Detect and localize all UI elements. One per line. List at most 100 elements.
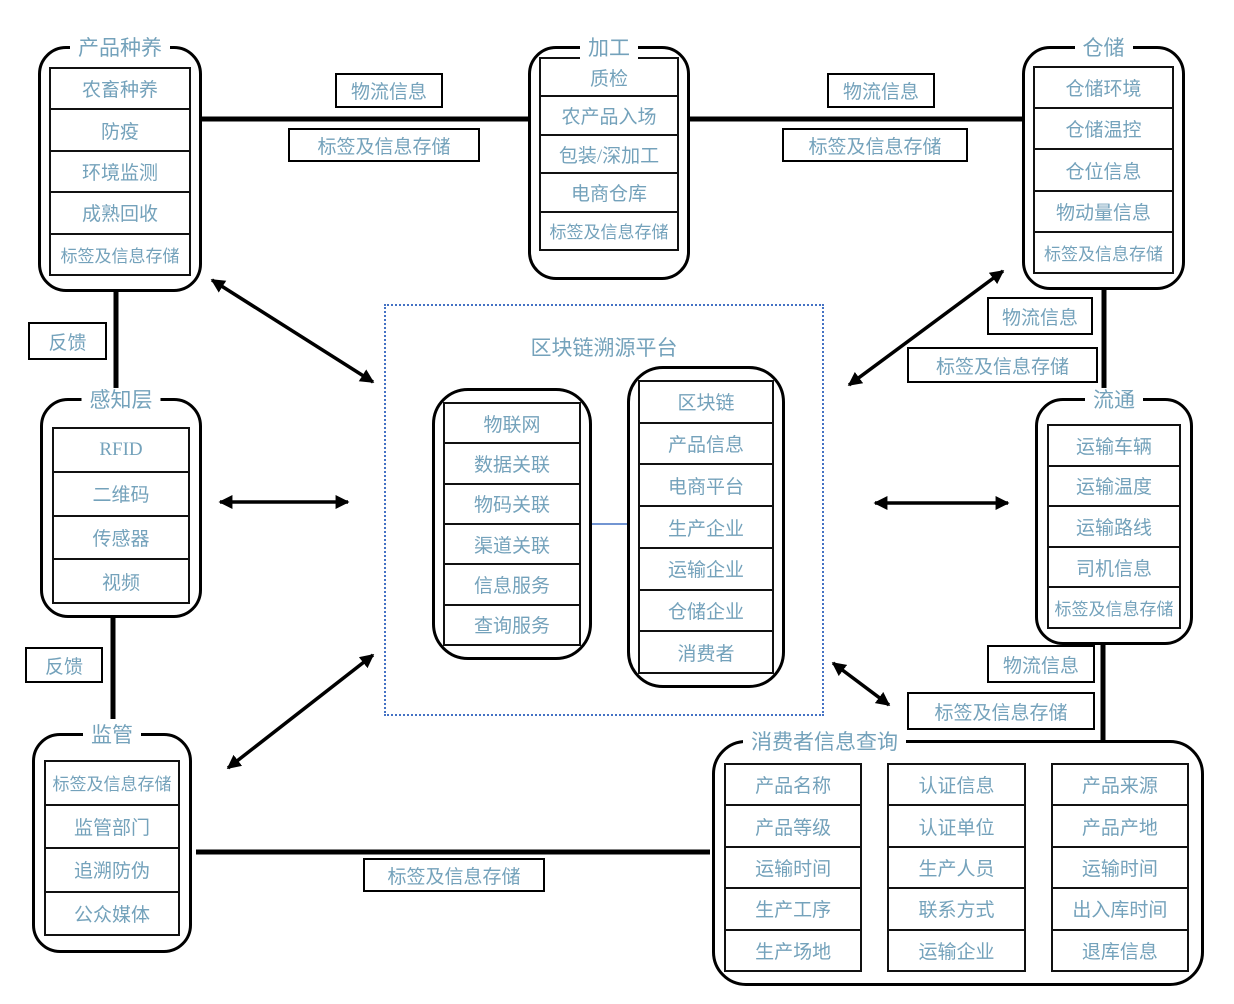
product-breeding-item: 环境监测 [49, 149, 191, 194]
warehousing-item: 仓储环境 [1033, 66, 1174, 110]
platform-left-item: 物码关联 [443, 482, 581, 525]
platform-left-item: 信息服务 [443, 563, 581, 606]
perception-item: 传感器 [52, 514, 190, 561]
arrow-supervision-platform [226, 653, 375, 770]
consumer-query-col-2: 认证信息认证单位生产人员联系方式运输企业 [887, 763, 1026, 973]
circulation-items: 运输车辆运输温度运输路线司机信息标签及信息存储 [1047, 424, 1181, 629]
perception-item: 二维码 [52, 470, 190, 517]
perception-item: 视频 [52, 558, 190, 604]
edge-label-logistics-left: 物流信息 [335, 73, 443, 108]
platform-dotted-box: 区块链溯源平台 [384, 304, 824, 716]
processing-item: 电商仓库 [539, 172, 679, 213]
consumer-query-col-1: 产品名称产品等级运输时间生产工序生产场地 [724, 763, 863, 973]
processing-item: 包装/深加工 [539, 133, 679, 175]
product-breeding-item: 标签及信息存储 [49, 232, 191, 277]
consumer-query-item: 出入库时间 [1050, 887, 1189, 931]
platform-left-item: 物联网 [443, 402, 581, 445]
edge-label-logistics-warehouse-circulation: 物流信息 [987, 297, 1093, 335]
platform-right-item: 电商平台 [638, 463, 774, 508]
consumer-query-item: 生产人员 [887, 845, 1026, 890]
supervision-items: 标签及信息存储监管部门追溯防伪公众媒体 [44, 760, 180, 936]
product-breeding-item: 农畜种养 [49, 67, 191, 111]
supervision-item: 标签及信息存储 [44, 760, 180, 806]
consumer-query-item: 产品来源 [1050, 763, 1189, 807]
circulation-item: 司机信息 [1047, 545, 1181, 589]
platform-right-item: 消费者 [638, 630, 774, 675]
consumer-query-item: 生产工序 [724, 887, 863, 931]
platform-right-item: 产品信息 [638, 421, 774, 466]
product-breeding-items: 农畜种养防疫环境监测成熟回收标签及信息存储 [49, 67, 191, 277]
warehousing-item: 仓位信息 [1033, 148, 1174, 192]
processing-item: 农产品入场 [539, 95, 679, 136]
platform-left-stack: 物联网数据关联物码关联渠道关联信息服务查询服务 [432, 388, 592, 660]
platform-right-item: 仓储企业 [638, 588, 774, 633]
box-warehousing-title: 仓储 [1074, 35, 1133, 61]
arrow-breeding-platform [210, 278, 375, 384]
platform-right-item: 生产企业 [638, 505, 774, 549]
edge-label-storage-warehouse-circulation: 标签及信息存储 [907, 347, 1098, 383]
processing-item: 质检 [539, 57, 679, 98]
consumer-query-item: 生产场地 [724, 928, 863, 973]
circulation-item: 标签及信息存储 [1047, 586, 1181, 629]
arrow-platform-warehousing [847, 269, 1005, 387]
platform-right-items: 区块链产品信息电商平台生产企业运输企业仓储企业消费者 [638, 380, 774, 675]
box-perception-layer-title: 感知层 [81, 387, 161, 413]
platform-right-item: 运输企业 [638, 546, 774, 591]
consumer-query-item: 运输企业 [887, 928, 1026, 973]
platform-right-item: 区块链 [638, 380, 774, 424]
box-product-breeding: 产品种养 农畜种养防疫环境监测成熟回收标签及信息存储 [38, 35, 202, 292]
platform-left-item: 查询服务 [443, 603, 581, 646]
box-processing-title: 加工 [580, 35, 638, 61]
consumer-query-columns: 产品名称产品等级运输时间生产工序生产场地 认证信息认证单位生产人员联系方式运输企… [724, 763, 1189, 973]
platform-title: 区块链溯源平台 [530, 336, 678, 360]
consumer-query-col-3: 产品来源产品产地运输时间出入库时间退库信息 [1050, 763, 1189, 973]
edge-label-storage-supervision: 标签及信息存储 [363, 858, 545, 892]
box-circulation: 流通 运输车辆运输温度运输路线司机信息标签及信息存储 [1035, 387, 1193, 645]
circulation-item: 运输路线 [1047, 505, 1181, 548]
edge-label-storage-right: 标签及信息存储 [782, 128, 968, 162]
product-breeding-item: 成熟回收 [49, 191, 191, 235]
circulation-item: 运输车辆 [1047, 424, 1181, 467]
box-supervision-title: 监管 [83, 722, 141, 748]
edge-label-storage-left: 标签及信息存储 [288, 128, 480, 162]
edge-label-feedback-top: 反馈 [28, 322, 107, 360]
warehousing-item: 物动量信息 [1033, 189, 1174, 233]
box-processing: 加工 质检农产品入场包装/深加工电商仓库标签及信息存储 [528, 35, 690, 280]
arrow-platform-consumer [831, 661, 891, 707]
supervision-item: 监管部门 [44, 803, 180, 849]
warehousing-item: 仓储温控 [1033, 107, 1174, 151]
consumer-query-item: 认证信息 [887, 763, 1026, 807]
platform-left-item: 数据关联 [443, 442, 581, 485]
consumer-query-item: 运输时间 [724, 845, 863, 890]
product-breeding-item: 防疫 [49, 108, 191, 152]
edge-label-storage-circulation-consumer: 标签及信息存储 [907, 692, 1095, 730]
edge-label-logistics-right: 物流信息 [827, 73, 935, 108]
consumer-query-item: 产品产地 [1050, 804, 1189, 848]
warehousing-items: 仓储环境仓储温控仓位信息物动量信息标签及信息存储 [1033, 66, 1174, 275]
edge-label-logistics-circulation-consumer: 物流信息 [987, 645, 1095, 683]
processing-item: 标签及信息存储 [539, 210, 679, 252]
consumer-query-item: 退库信息 [1050, 928, 1189, 973]
perception-item: RFID [52, 427, 190, 473]
supervision-item: 公众媒体 [44, 890, 180, 936]
supervision-item: 追溯防伪 [44, 847, 180, 893]
box-supervision: 监管 标签及信息存储监管部门追溯防伪公众媒体 [32, 722, 192, 953]
circulation-item: 运输温度 [1047, 464, 1181, 508]
platform-left-item: 渠道关联 [443, 522, 581, 566]
platform-left-items: 物联网数据关联物码关联渠道关联信息服务查询服务 [443, 402, 581, 646]
box-consumer-query: 消费者信息查询 产品名称产品等级运输时间生产工序生产场地 认证信息认证单位生产人… [712, 729, 1204, 986]
platform-right-stack: 区块链产品信息电商平台生产企业运输企业仓储企业消费者 [627, 366, 785, 688]
consumer-query-item: 运输时间 [1050, 845, 1189, 890]
consumer-query-item: 产品等级 [724, 804, 863, 848]
box-circulation-title: 流通 [1085, 387, 1143, 413]
consumer-query-item: 认证单位 [887, 804, 1026, 848]
warehousing-item: 标签及信息存储 [1033, 230, 1174, 275]
box-warehousing: 仓储 仓储环境仓储温控仓位信息物动量信息标签及信息存储 [1022, 35, 1185, 290]
box-consumer-query-title: 消费者信息查询 [743, 729, 906, 755]
edge-label-feedback-bottom: 反馈 [25, 647, 103, 683]
processing-items: 质检农产品入场包装/深加工电商仓库标签及信息存储 [539, 57, 679, 252]
